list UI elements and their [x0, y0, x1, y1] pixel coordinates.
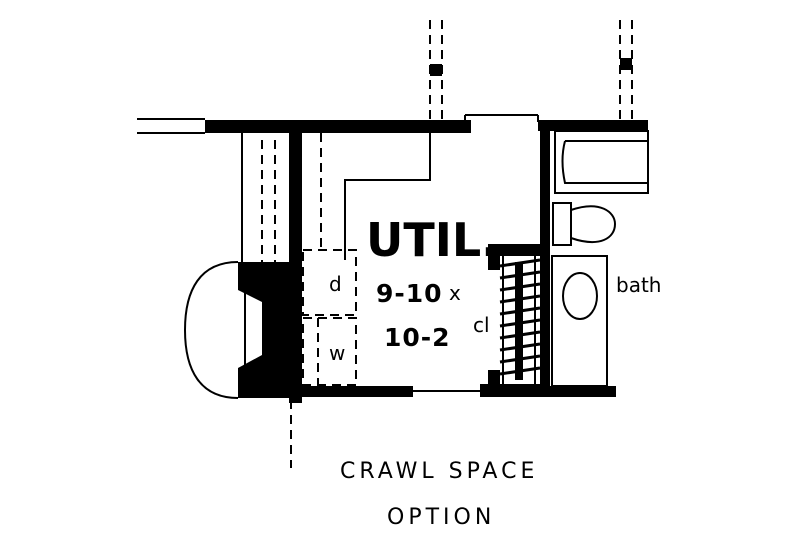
caption-line-2: OPTION [387, 505, 495, 530]
bath-label: bath [616, 273, 661, 297]
sink-vanity [551, 255, 608, 387]
top-dashed-lines [429, 20, 633, 120]
closet-label: cl [473, 313, 490, 337]
left-wall-stub [137, 118, 205, 134]
bathtub [554, 130, 649, 194]
room-dimension-1: 9-10 [376, 279, 443, 308]
top-wall-left [205, 120, 471, 133]
dryer-label: d [329, 272, 342, 296]
interior-outline [344, 133, 431, 260]
room-name: UTIL. [366, 213, 499, 267]
toilet [552, 202, 617, 246]
bottom-wall-left [289, 386, 413, 397]
room-dimension-times: x [449, 281, 461, 305]
room-dimension-2: 10-2 [384, 323, 451, 352]
dryer-box[interactable] [302, 249, 357, 316]
closet [480, 131, 550, 396]
top-doorway [464, 114, 539, 122]
fireplace [183, 133, 302, 403]
caption-line-1: CRAWL SPACE [340, 459, 538, 484]
top-wall-right [538, 120, 648, 131]
washer-label: w [329, 341, 345, 365]
